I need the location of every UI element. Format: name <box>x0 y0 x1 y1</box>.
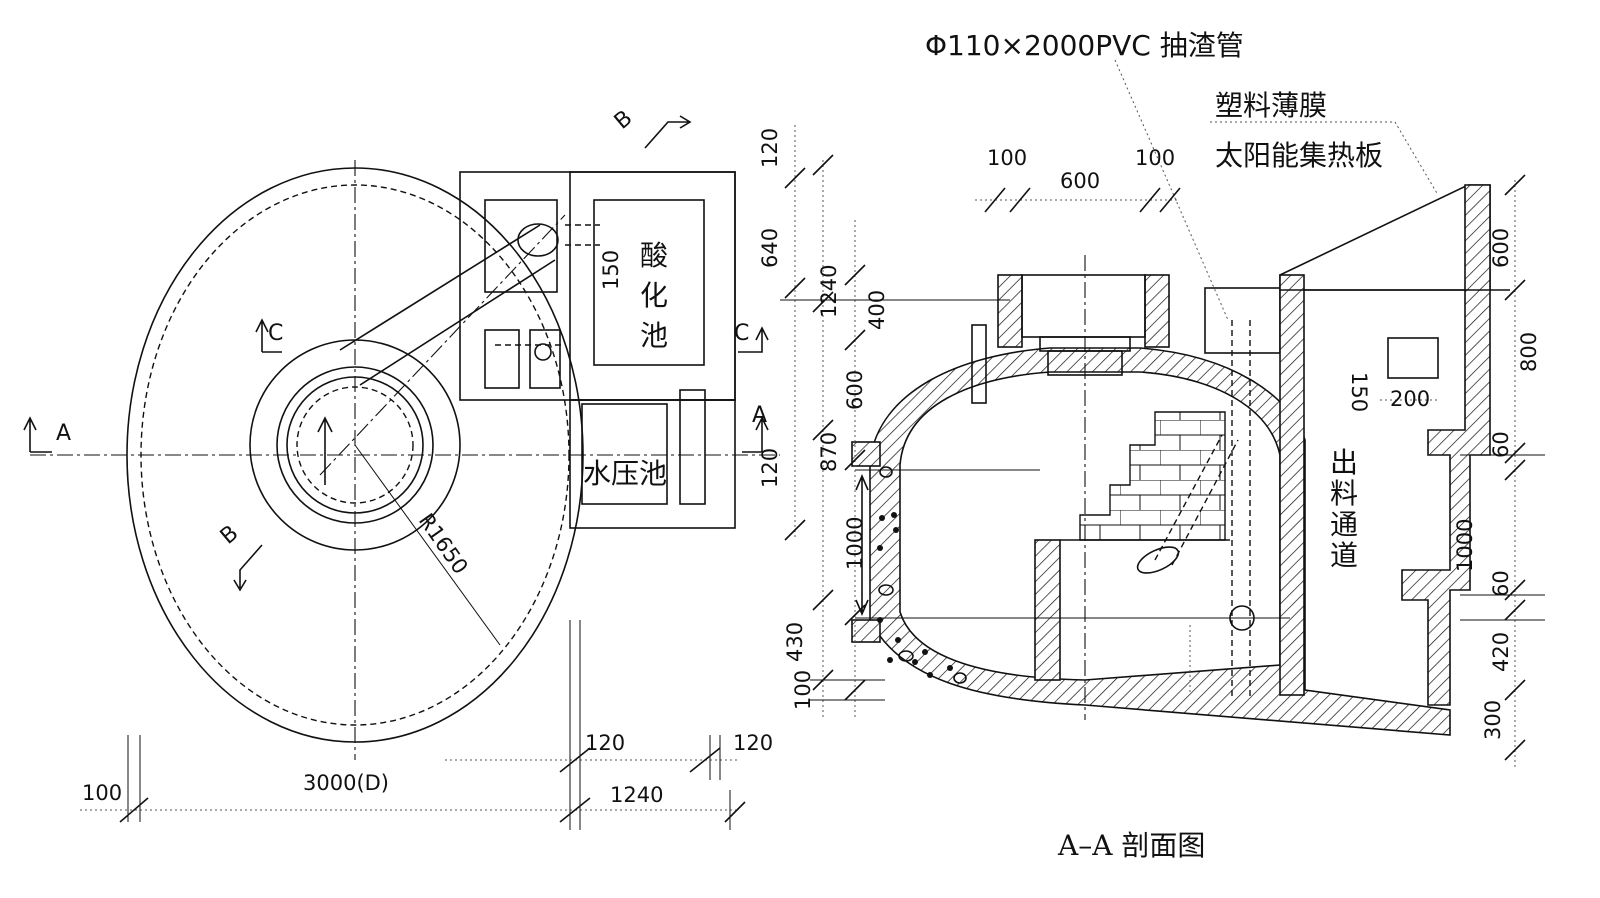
left-dim-ticks <box>784 154 866 701</box>
inlet-duct <box>339 224 556 386</box>
leader-pipe <box>1114 59 1229 321</box>
sec-dim-h100b: 100 <box>1135 146 1175 170</box>
section-mark-c-right: C <box>734 321 769 353</box>
outlet-char-3: 通 <box>1330 508 1358 541</box>
sec-dim-r60b: 60 <box>1489 570 1513 597</box>
manhole-neck-left <box>997 274 1023 348</box>
sec-dim-v120: 120 <box>758 128 782 168</box>
plan-view: R1650 150 酸 化 池 水压池 A A <box>23 106 780 830</box>
sec-dim-i150: 150 <box>1347 372 1371 412</box>
svg-text:C: C <box>734 321 749 346</box>
pressure-tank-inner <box>581 403 668 505</box>
section-view: Φ110×2000PVC 抽渣管 塑料薄膜 太阳能集热板 出 料 通 道 <box>758 29 1545 862</box>
top-dim-ticks <box>984 187 1181 213</box>
pressure-tank-label: 水压池 <box>583 457 667 490</box>
svg-text:C: C <box>268 321 283 346</box>
digester-shell <box>869 347 1451 736</box>
svg-text:A: A <box>56 421 71 446</box>
right-dim-ticks <box>1504 174 1526 761</box>
outlet-char-2: 料 <box>1330 477 1358 510</box>
ring-beam-upper <box>851 441 881 467</box>
outlet-wall-right <box>1401 184 1491 706</box>
plan-dim-120-b: 120 <box>733 731 773 755</box>
inner-brick-steps <box>1079 411 1226 541</box>
callout-pipe: Φ110×2000PVC 抽渣管 <box>925 29 1244 62</box>
sec-dim-r60a: 60 <box>1489 431 1513 458</box>
section-mark-c-left: C <box>255 318 283 353</box>
plan-dim-100: 100 <box>82 781 122 805</box>
section-mark-a-right: A <box>742 403 769 453</box>
gravel-stones <box>878 466 967 684</box>
manhole-neck-right <box>1144 274 1170 348</box>
center-line-diagonal <box>319 214 566 476</box>
sec-dim-v430: 430 <box>783 622 807 662</box>
svg-text:B: B <box>216 521 244 550</box>
small-pipe-opening <box>534 343 552 361</box>
pressure-tank-side <box>679 389 706 505</box>
side-pipe <box>971 324 987 404</box>
sec-dim-r300: 300 <box>1481 700 1505 740</box>
outlet-wall-left <box>1279 274 1305 696</box>
oxidation-char-1: 酸 <box>640 239 668 272</box>
sec-dim-v1000: 1000 <box>843 517 867 570</box>
ring-beam-lower <box>851 619 881 643</box>
sec-dim-r1000: 1000 <box>1453 519 1477 572</box>
sec-dim-h100a: 100 <box>987 146 1027 170</box>
inlet-pipe-a <box>1154 434 1223 561</box>
pipe-opening <box>517 223 559 257</box>
sec-dim-v400: 400 <box>865 290 889 330</box>
sec-dim-v640: 640 <box>758 228 782 268</box>
pressure-column <box>1204 287 1281 354</box>
leader-film <box>1210 121 1439 196</box>
sec-dim-v1240: 1240 <box>817 265 841 318</box>
svg-text:B: B <box>610 106 638 135</box>
plan-dim-120-a: 120 <box>585 731 625 755</box>
plan-dim-150: 150 <box>599 250 623 290</box>
sec-dim-v120b: 120 <box>758 448 782 488</box>
sec-dim-v870: 870 <box>817 432 841 472</box>
outlet-window <box>1387 337 1439 379</box>
inner-wall <box>1034 539 1061 681</box>
sec-dim-i200: 200 <box>1390 387 1430 411</box>
section-mark-b-top: B <box>610 106 692 149</box>
section-title: A–A 剖面图 <box>1057 829 1205 862</box>
solar-collector-roof <box>1279 184 1491 291</box>
sec-dim-r800: 800 <box>1517 332 1541 372</box>
sec-dim-h600: 600 <box>1060 169 1100 193</box>
radius-label: R1650 <box>414 509 473 579</box>
plan-dim-3000: 3000(D) <box>303 771 389 795</box>
callout-collector: 太阳能集热板 <box>1215 139 1383 172</box>
inlet-box-lower-right <box>529 329 561 389</box>
sec-dim-v100: 100 <box>791 670 815 710</box>
inlet-pipe-end <box>1136 546 1180 574</box>
plan-dim-1240: 1240 <box>610 783 663 807</box>
oxidation-char-2: 化 <box>640 279 668 312</box>
inlet-arrow-icon <box>317 416 333 485</box>
sec-dim-r600: 600 <box>1489 228 1513 268</box>
oxidation-char-3: 池 <box>640 319 668 352</box>
oxidation-tank-inner <box>593 199 705 366</box>
inlet-box <box>484 199 558 293</box>
inlet-box-lower-left <box>484 329 520 389</box>
manhole-cover <box>1021 274 1146 338</box>
inlet-pipe-b <box>1171 439 1239 566</box>
dim-ticks <box>119 747 746 823</box>
callout-film: 塑料薄膜 <box>1215 89 1327 122</box>
height-arrow <box>855 473 869 617</box>
radius-leader <box>354 444 501 646</box>
section-mark-b-bottom: B <box>216 521 263 592</box>
pressure-tank-outer <box>569 399 736 529</box>
sec-dim-v600: 600 <box>843 370 867 410</box>
outlet-char-1: 出 <box>1330 446 1358 479</box>
outlet-char-4: 道 <box>1330 539 1358 572</box>
section-mark-a-left: A <box>23 416 71 453</box>
gravel-fill <box>877 512 953 678</box>
svg-text:A: A <box>752 403 767 428</box>
sec-dim-r420: 420 <box>1489 632 1513 672</box>
